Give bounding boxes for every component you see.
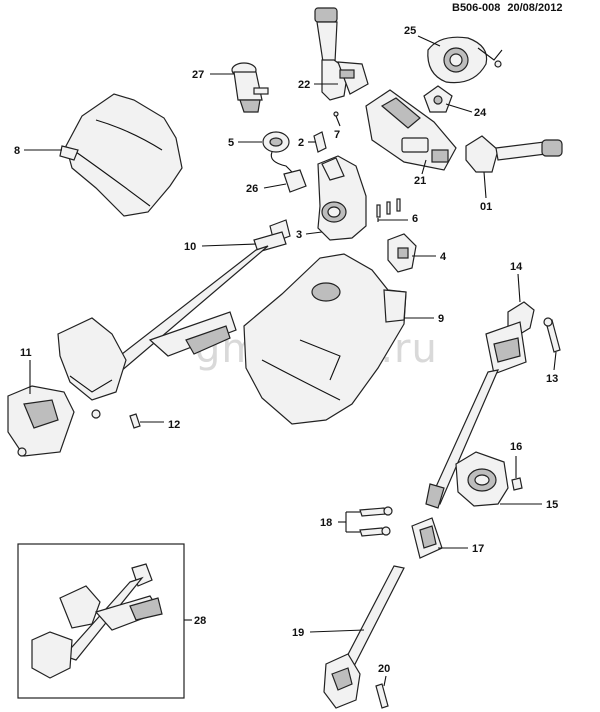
- callout-17: 17: [472, 543, 484, 555]
- callout-19: 19: [292, 627, 304, 639]
- callout-27: 27: [192, 69, 204, 81]
- part-28-column-assembly: [17, 543, 185, 699]
- ref-date: 20/08/2012: [507, 2, 563, 14]
- part-14-intermediate-shaft: [425, 301, 535, 509]
- part-18-bolts: [359, 506, 393, 537]
- callout-9: 9: [438, 313, 444, 325]
- part-6-screws: [376, 198, 401, 218]
- callout-7: 7: [334, 129, 340, 141]
- callout-12: 12: [168, 419, 180, 431]
- part-27-lock-cylinder: [231, 62, 269, 113]
- callout-18: 18: [320, 517, 332, 529]
- callout-16: 16: [510, 441, 522, 453]
- part-16-nut: [511, 477, 523, 491]
- part-21-switch-housing: [365, 89, 457, 171]
- callouts: 27 22 25 8 7 24 5 2 26 21 01 6 3: [14, 25, 558, 687]
- part-13-bolt: [543, 317, 561, 353]
- part-17-sleeve: [411, 517, 443, 559]
- part-4-sensor: [387, 233, 417, 273]
- callout-2: 2: [298, 137, 304, 149]
- callout-15: 15: [546, 499, 558, 511]
- callout-4: 4: [440, 251, 447, 263]
- part-5-transponder-ring: [262, 131, 293, 173]
- part-26-connector: [283, 169, 307, 193]
- callout-13: 13: [546, 373, 558, 385]
- callout-20: 20: [378, 663, 390, 675]
- callout-3: 3: [296, 229, 302, 241]
- part-10-column-shaft: [102, 219, 291, 373]
- part-19-lower-shaft: [323, 565, 405, 709]
- callout-21: 21: [414, 175, 426, 187]
- callout-11: 11: [20, 347, 32, 359]
- callout-8: 8: [14, 145, 20, 157]
- part-25-angle-sensor: [427, 36, 503, 84]
- callout-26: 26: [246, 183, 258, 195]
- callout-6: 6: [412, 213, 418, 225]
- part-24-clip: [423, 85, 453, 113]
- callout-01: 01: [480, 201, 492, 213]
- part-12-bolt: [129, 413, 141, 429]
- part-9-lower-shroud: [243, 253, 407, 425]
- part-22-switch-stalk: [314, 7, 369, 101]
- part-11-column-bracket: [7, 317, 127, 457]
- part-7-pin: [333, 111, 341, 127]
- callout-24: 24: [474, 107, 487, 119]
- callout-5: 5: [228, 137, 234, 149]
- part-8-upper-shroud: [59, 93, 183, 217]
- callout-25: 25: [404, 25, 416, 37]
- callout-14: 14: [510, 261, 523, 273]
- callout-10: 10: [184, 241, 196, 253]
- part-3-lock-housing: [317, 155, 367, 241]
- callout-28: 28: [194, 615, 206, 627]
- ref-code: B506-008: [452, 2, 501, 14]
- part-20-bolt: [375, 683, 389, 709]
- diagram-ref-code: B506-008 20/08/2012: [452, 2, 562, 14]
- part-2-screw: [313, 131, 327, 153]
- part-01-turn-signal-stalk: [465, 135, 563, 173]
- part-15-boot-plate: [455, 451, 509, 507]
- callout-22: 22: [298, 79, 310, 91]
